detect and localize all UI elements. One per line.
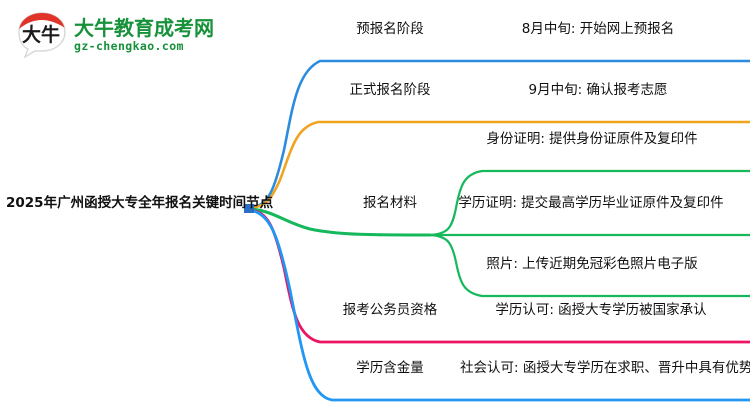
mindmap-root-label: 2025年广州函授大专全年报名关键时间节点 <box>6 195 274 211</box>
edge-branch-3 <box>248 207 432 237</box>
speech-bubble-logo-icon: 大牛 <box>16 11 68 59</box>
edge-branch-4 <box>248 208 750 344</box>
branch-label-1[interactable]: 预报名阶段 <box>356 21 424 37</box>
branch-detail-2[interactable]: 9月中旬: 确认报考志愿 <box>528 82 668 98</box>
edge-branch-3-child-3 <box>428 233 750 298</box>
logo-subtitle: gz-chengkao.com <box>74 38 184 53</box>
branch-3-child-label-2[interactable]: 学历证明: 提交最高学历毕业证原件及复印件 <box>458 195 724 211</box>
edge-branch-1 <box>248 59 750 210</box>
site-logo[interactable]: 大牛 大牛教育成考网 gz-chengkao.com <box>16 8 214 62</box>
logo-title: 大牛教育成考网 <box>74 15 214 40</box>
branch-label-4[interactable]: 报考公务员资格 <box>342 302 438 318</box>
branch-detail-5[interactable]: 社会认可: 函授大专学历在求职、晋升中具有优势 <box>460 360 750 376</box>
edge-branch-2 <box>248 120 750 210</box>
branch-3-child-label-3[interactable]: 照片: 上传近期免冠彩色照片电子版 <box>486 256 698 272</box>
branch-3-child-label-1[interactable]: 身份证明: 提供身份证原件及复印件 <box>486 131 698 147</box>
svg-text:大牛: 大牛 <box>22 23 60 46</box>
branch-detail-1[interactable]: 8月中旬: 开始网上预报名 <box>521 21 675 37</box>
branch-label-5[interactable]: 学历含金量 <box>356 360 424 376</box>
edge-branch-3-child-1 <box>428 169 750 237</box>
branch-label-3[interactable]: 报名材料 <box>363 195 417 211</box>
edge-branch-5 <box>248 208 750 402</box>
branch-label-2[interactable]: 正式报名阶段 <box>349 82 431 98</box>
branch-detail-4[interactable]: 学历认可: 函授大专学历被国家承认 <box>495 302 707 318</box>
logo-text-block: 大牛教育成考网 gz-chengkao.com <box>74 18 214 53</box>
root-node-knot <box>244 204 254 213</box>
